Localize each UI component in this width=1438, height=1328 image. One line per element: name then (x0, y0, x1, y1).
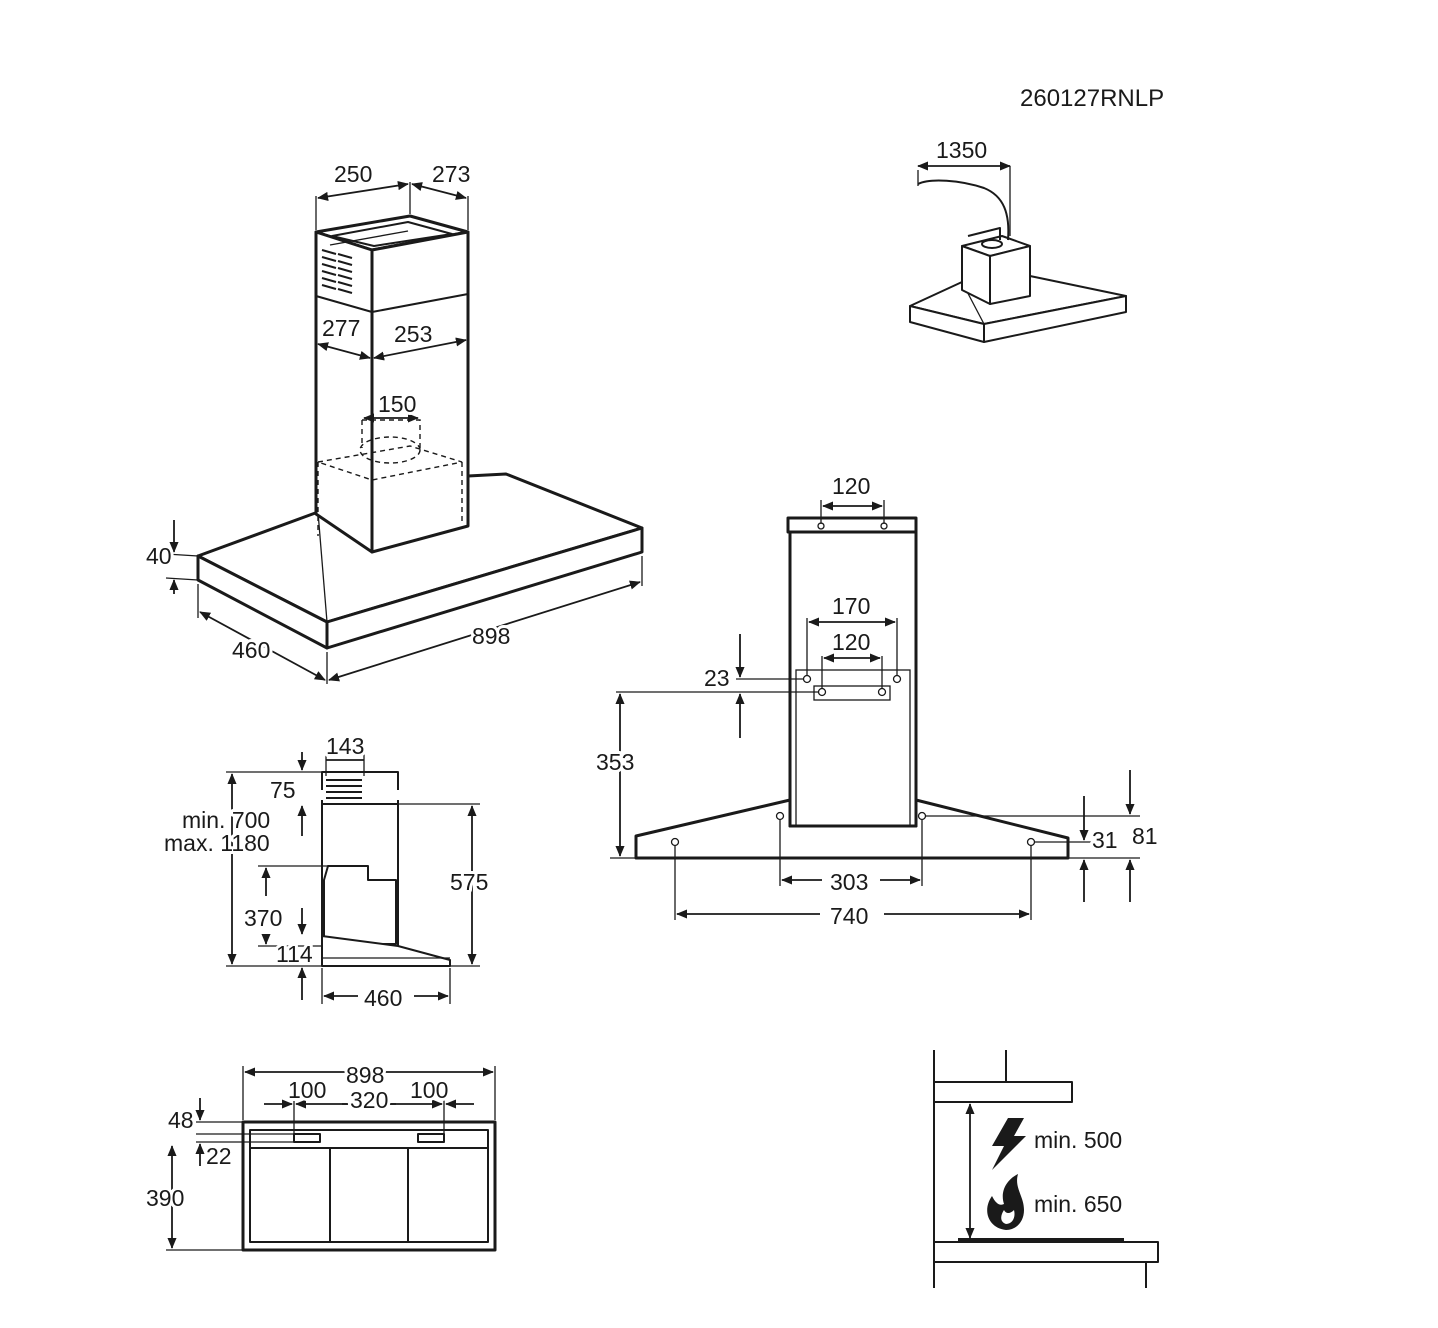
dim-740: 740 (830, 903, 868, 929)
dim-chimney-inner-depth: 277 (322, 315, 360, 341)
cable-view: 1350 (909, 134, 1127, 343)
dim-chimney-depth: 273 (432, 161, 470, 187)
dim-575: 575 (450, 869, 488, 895)
dim-left-margin: 100 (288, 1077, 326, 1103)
bottom-view: 898 100 320 100 48 22 390 (143, 1059, 497, 1252)
front-view: 120 170 120 23 353 31 81 303 740 (593, 470, 1161, 932)
dim-81: 81 (1132, 823, 1158, 849)
dim-top-vent: 143 (326, 733, 364, 759)
dim-canopy-height: 40 (146, 543, 172, 569)
dim-right-margin: 100 (410, 1077, 448, 1103)
dim-hood-depth: 460 (232, 637, 270, 663)
side-view: 143 75 min. 700 max. 1180 575 370 114 46… (161, 730, 491, 1014)
dim-top-offset: 75 (270, 777, 296, 803)
clearance-gas-label: min. 650 (1034, 1191, 1122, 1217)
dim-bottom-width: 898 (346, 1062, 384, 1088)
dim-bracket-outer: 170 (832, 593, 870, 619)
dim-center: 320 (350, 1087, 388, 1113)
dim-outlet-diameter: 150 (378, 391, 416, 417)
dim-bracket-inner: 120 (832, 629, 870, 655)
clearance-electric-label: min. 500 (1034, 1127, 1122, 1153)
dim-370: 370 (244, 905, 282, 931)
dim-353: 353 (596, 749, 634, 775)
dim-chimney-max: max. 1180 (164, 830, 270, 856)
dim-303: 303 (830, 869, 868, 895)
clearance-view: min. 500 min. 650 (933, 1050, 1159, 1288)
dim-bottom-depth: 390 (146, 1185, 184, 1211)
isometric-view: 250 273 277 253 150 40 460 898 (143, 158, 644, 684)
dim-top-bracket: 120 (832, 473, 870, 499)
dim-22: 22 (206, 1143, 232, 1169)
flame-icon (987, 1174, 1024, 1230)
dim-chimney-min: min. 700 (182, 807, 270, 833)
dim-48: 48 (168, 1107, 194, 1133)
dim-chimney-inner-width: 253 (394, 321, 432, 347)
model-code: 260127RNLP (1020, 85, 1164, 112)
lightning-icon (992, 1118, 1026, 1170)
dim-23: 23 (704, 665, 730, 691)
dim-hood-width: 898 (472, 623, 510, 649)
dim-31: 31 (1092, 827, 1118, 853)
dim-cable-length: 1350 (936, 137, 987, 163)
dim-chimney-width: 250 (334, 161, 372, 187)
dim-114: 114 (276, 941, 313, 967)
dim-side-depth: 460 (364, 985, 402, 1011)
